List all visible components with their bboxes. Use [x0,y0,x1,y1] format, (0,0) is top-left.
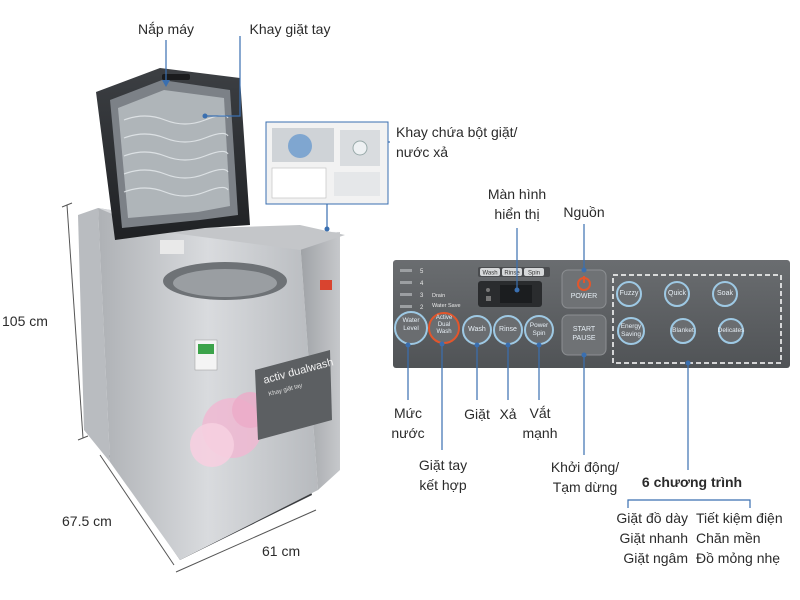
label-rinse: Xả [499,406,517,422]
btn-soak[interactable]: Soak [717,290,733,297]
btn-delicates[interactable]: Delicates [717,327,745,334]
label-water-level: Mức nước [391,405,425,441]
program-buttons [616,281,744,345]
dimension-width: 61 cm [262,543,301,559]
power-start-buttons [561,269,607,356]
label-wash: Giặt [464,406,490,422]
btn-active-wash[interactable]: Active Dual Wash [435,315,453,335]
btn-start-pause[interactable]: START PAUSE [572,326,596,342]
program-right-1: Tiết kiệm điện [696,510,783,526]
water-save-label: Water Save [432,303,461,309]
btn-spin[interactable]: Power Spin [529,322,549,337]
btn-quick[interactable]: Quick [668,290,686,297]
btn-fuzzy[interactable]: Fuzzy [619,290,639,297]
btn-power[interactable]: POWER [570,293,598,300]
dimension-lines [61,202,317,573]
program-left-2: Giặt nhanh [619,530,689,546]
label-detergent-tray: Khay chứa bột giặt/ nước xả [396,124,518,160]
program-right-2: Chăn mền [696,530,761,546]
control-panel: 5 4 3 2 1 Drain Water Save Wash Rinse Sp… [393,260,790,368]
label-programs-title: 6 chương trình [641,474,743,490]
panel-leader-lines [407,224,751,508]
tab-rinse: Rinse [504,271,520,277]
btn-water-level[interactable]: Water Level [402,317,420,332]
label-start-pause: Khởi động/ Tạm dừng [550,459,620,495]
program-left-1: Giặt đồ dày [616,510,688,526]
level-3: 3 [420,293,424,299]
btn-blanket[interactable]: Blanket [672,327,694,334]
level-4: 4 [420,281,424,287]
label-active-wash: Giặt tay kết hợp [418,457,468,493]
label-power: Nguồn [563,204,605,220]
tab-spin: Spin [528,271,540,277]
machine-leader-lines [165,36,390,229]
panel-leader-dots [405,267,691,366]
btn-energy-saving[interactable]: Energy Saving [620,323,642,338]
machine-leader-arrows [162,80,330,232]
display: Wash Rinse Spin [478,267,550,307]
label-hand-wash-tray: Khay giặt tay [249,21,331,37]
drain-label: Drain [432,293,445,299]
label-strong-spin: Vắt mạnh [522,405,558,441]
dimension-depth: 67.5 cm [62,513,112,529]
program-right-3: Đồ mỏng nhẹ [696,550,781,566]
dimension-height: 105 cm [2,313,48,329]
label-lid: Nắp máy [137,21,195,37]
programs-box [612,274,782,364]
btn-rinse[interactable]: Rinse [499,326,517,333]
btn-wash[interactable]: Wash [468,326,486,333]
level-2: 2 [420,305,424,311]
level-5: 5 [420,269,424,275]
tab-wash: Wash [482,271,497,277]
program-left-3: Giặt ngâm [623,550,688,566]
detergent-tray-photo [265,121,389,205]
label-display: Màn hình hiển thị [487,186,547,222]
